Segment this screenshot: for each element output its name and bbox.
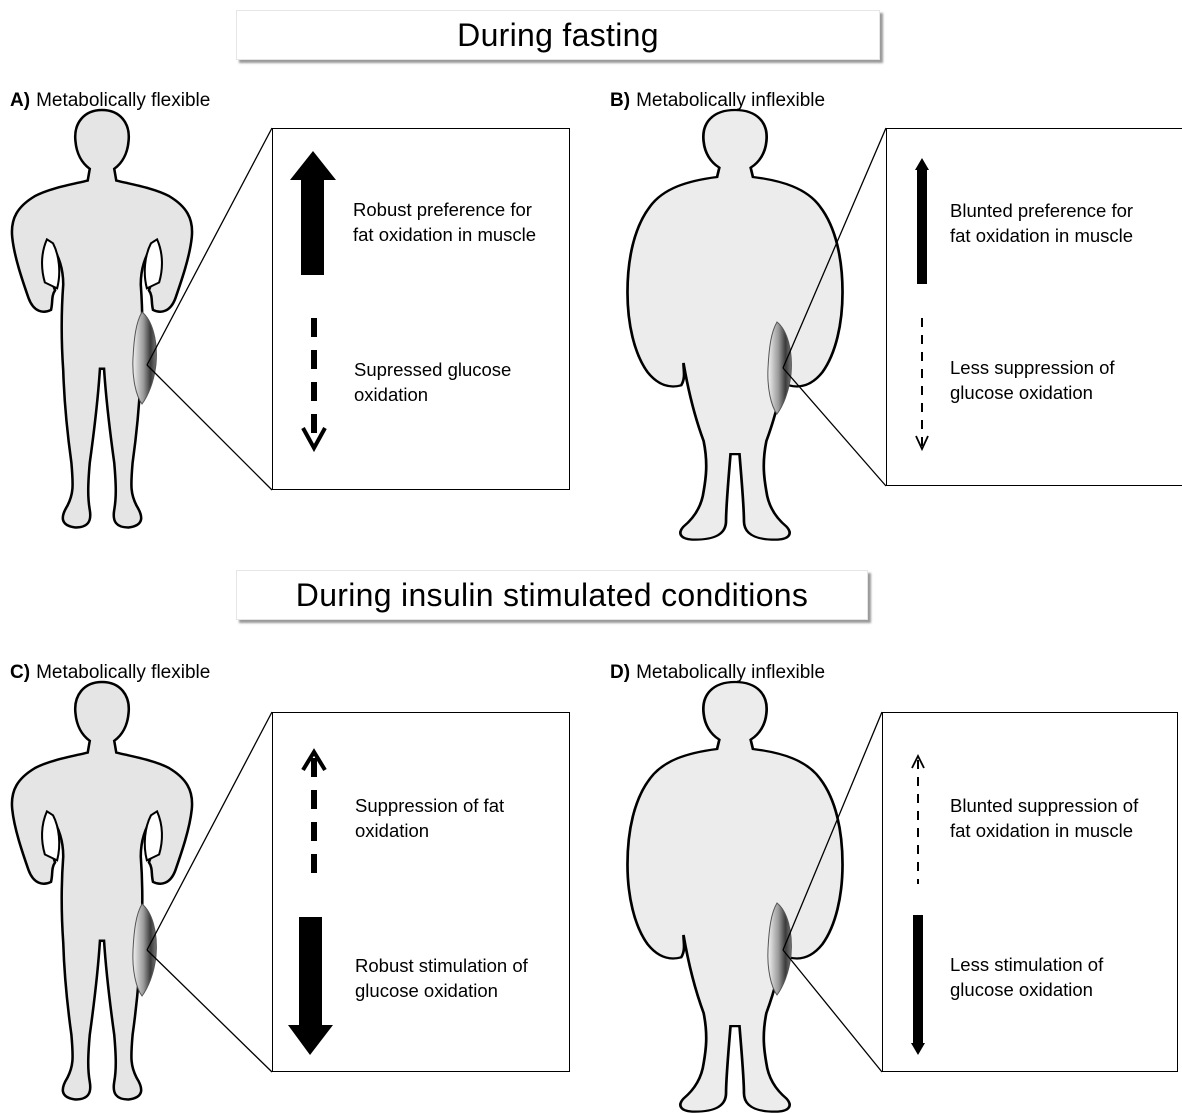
arrow-up-dashed-thin-d [912, 756, 924, 884]
arrow-down-dashed-a [303, 318, 325, 448]
arrow-down-thin-d [911, 915, 925, 1055]
box-c-top-text: Suppression of fat oxidation [355, 793, 504, 843]
arrow-up-thick-a [290, 151, 336, 275]
box-c-bottom-text: Robust stimulation of glucose oxidation [355, 953, 528, 1003]
text-line: glucose oxidation [355, 978, 528, 1003]
text-line: Blunted preference for [950, 198, 1133, 223]
box-a-top-text: Robust preference for fat oxidation in m… [353, 197, 536, 247]
box-d-bottom-text: Less stimulation of glucose oxidation [950, 952, 1103, 1002]
arrow-up-dashed-c [303, 752, 325, 876]
text-line: oxidation [354, 382, 511, 407]
box-b-bottom-text: Less suppression of glucose oxidation [950, 355, 1115, 405]
text-line: fat oxidation in muscle [950, 818, 1138, 843]
text-line: glucose oxidation [950, 380, 1115, 405]
box-b-top-text: Blunted preference for fat oxidation in … [950, 198, 1133, 248]
text-line: Suppression of fat [355, 793, 504, 818]
box-a-bottom-text: Supressed glucose oxidation [354, 357, 511, 407]
text-line: fat oxidation in muscle [950, 223, 1133, 248]
text-line: Less stimulation of [950, 952, 1103, 977]
text-line: Robust stimulation of [355, 953, 528, 978]
text-line: Supressed glucose [354, 357, 511, 382]
text-line: Less suppression of [950, 355, 1115, 380]
arrow-up-thin-b [915, 158, 929, 284]
text-line: oxidation [355, 818, 504, 843]
box-d-top-text: Blunted suppression of fat oxidation in … [950, 793, 1138, 843]
text-line: glucose oxidation [950, 977, 1103, 1002]
arrow-down-dashed-thin-b [916, 318, 928, 449]
text-line: Blunted suppression of [950, 793, 1138, 818]
text-line: Robust preference for [353, 197, 536, 222]
arrow-down-thick-c [288, 917, 333, 1055]
text-line: fat oxidation in muscle [353, 222, 536, 247]
